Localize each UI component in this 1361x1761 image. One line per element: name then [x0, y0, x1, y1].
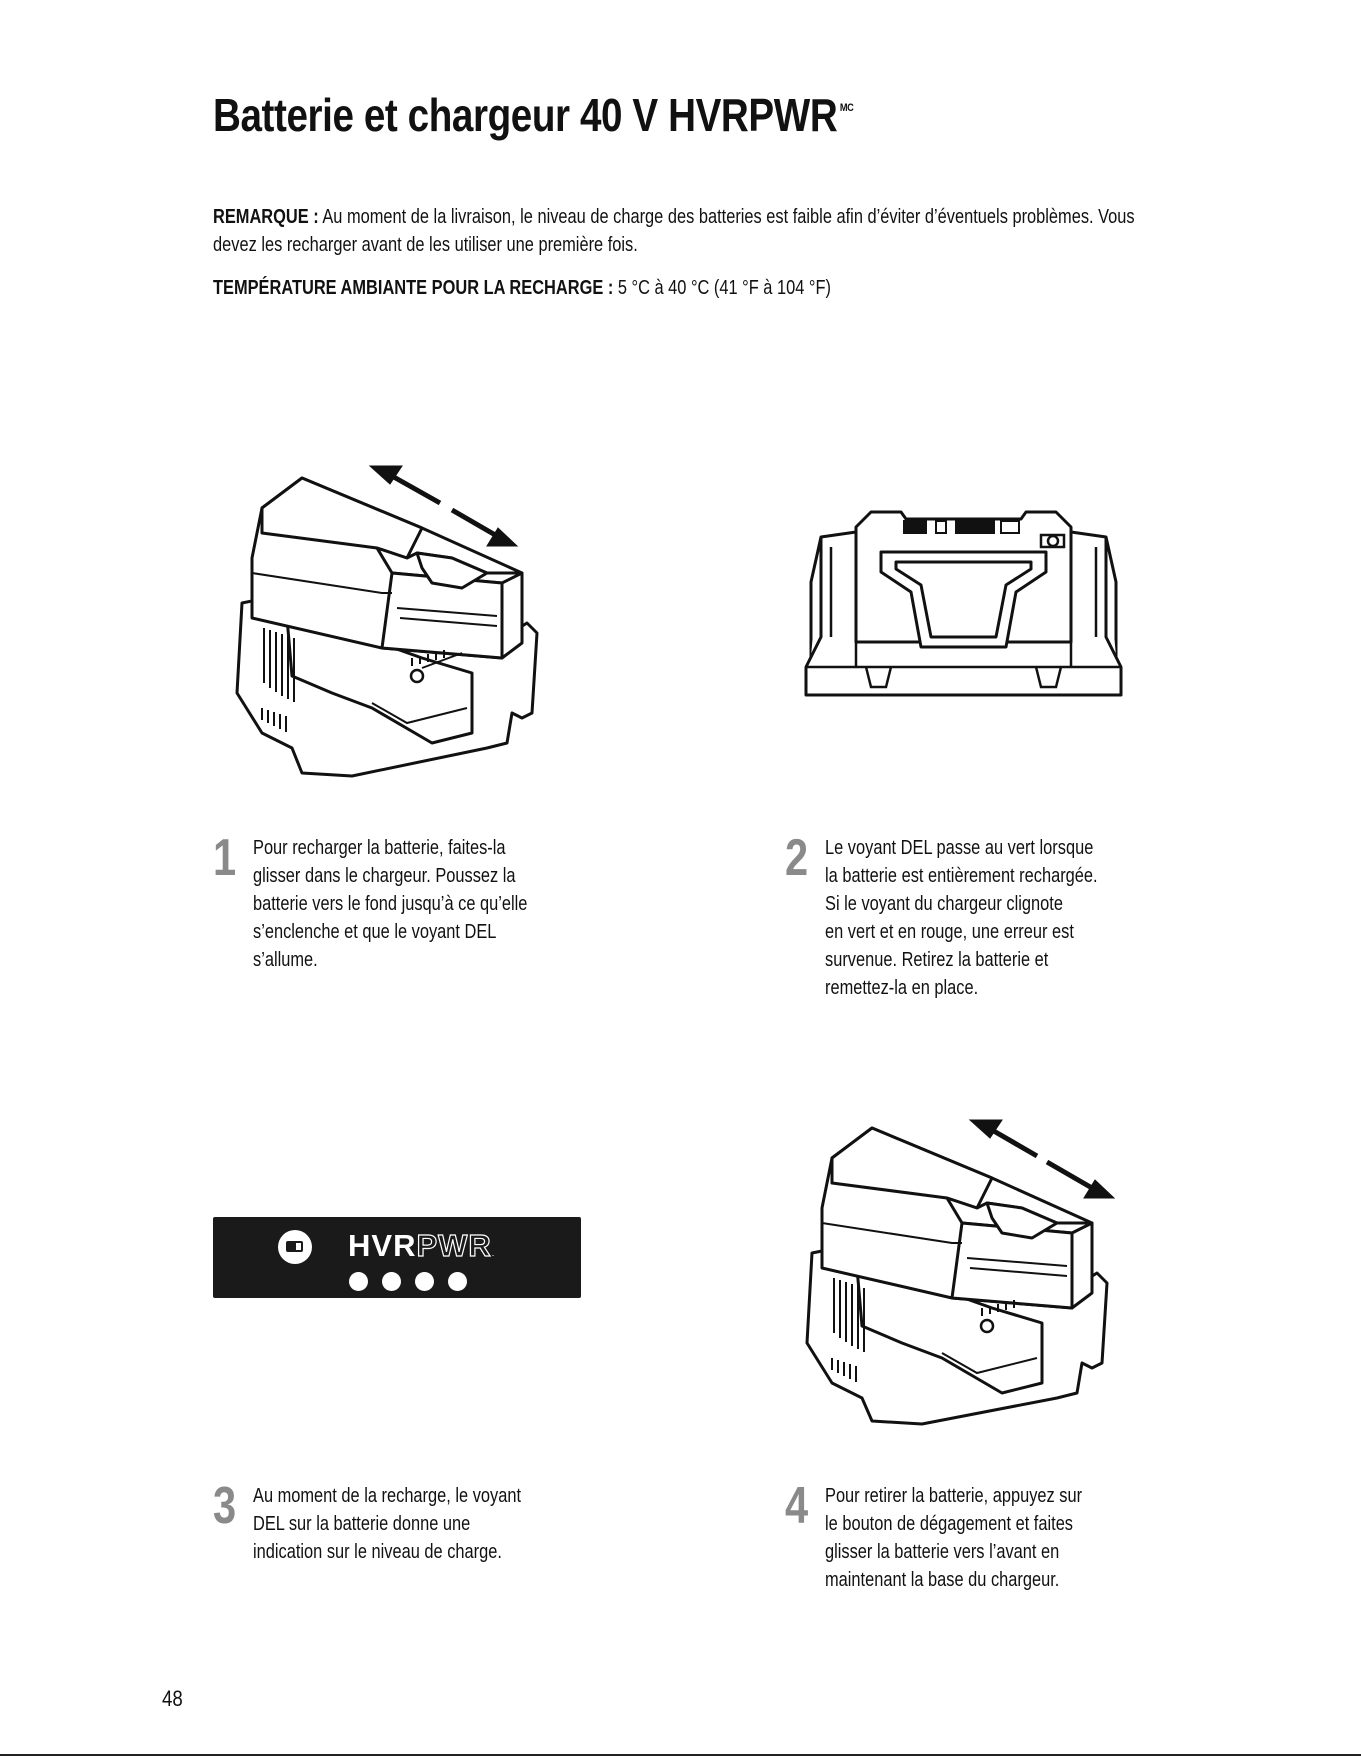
battery-icon: [278, 1230, 312, 1264]
step-number: 4: [785, 1477, 809, 1535]
bottom-rule: [0, 1754, 1361, 1756]
step-text: Le voyant DEL passe au vert lorsque la b…: [825, 837, 1098, 999]
brand-logo-mark: .: [491, 1248, 496, 1258]
brand-logo: HVRPWR.: [348, 1227, 496, 1264]
charge-level-leds: [349, 1272, 467, 1291]
note-text: Au moment de la livraison, le niveau de …: [213, 206, 1135, 256]
led-dot: [448, 1272, 467, 1291]
brand-logo-outline: PWR: [416, 1227, 492, 1263]
step-text: Pour recharger la batterie, faites-la gl…: [253, 837, 528, 971]
trademark-mark: MC: [839, 102, 854, 114]
step-number: 1: [213, 829, 237, 887]
illustration-remove-battery: [805, 1119, 1116, 1426]
led-dot: [382, 1272, 401, 1291]
illustration-insert-battery: [235, 465, 539, 778]
led-dot: [349, 1272, 368, 1291]
step-text: Au moment de la recharge, le voyant DEL …: [253, 1485, 522, 1563]
double-arrow-icon: [968, 1119, 1116, 1199]
step-number: 2: [785, 829, 809, 887]
step-text: Pour retirer la batterie, appuyez sur le…: [825, 1485, 1083, 1591]
temperature-text: 5 °C à 40 °C (41 °F à 104 °F): [613, 277, 831, 299]
temperature-label: TEMPÉRATURE AMBIANTE POUR LA RECHARGE :: [213, 277, 614, 299]
led-dot: [415, 1272, 434, 1291]
battery-led-panel: HVRPWR.: [213, 1217, 581, 1298]
illustration-charger-front: [804, 510, 1123, 697]
double-arrow-icon: [368, 465, 519, 547]
note-label: REMARQUE :: [213, 206, 319, 228]
page-number: 48: [162, 1686, 183, 1711]
brand-logo-bold: HVR: [348, 1228, 417, 1263]
step-number: 3: [213, 1477, 237, 1535]
page-title-text: Batterie et chargeur 40 V HVRPWR: [213, 89, 838, 141]
temperature-paragraph: TEMPÉRATURE AMBIANTE POUR LA RECHARGE : …: [213, 274, 831, 302]
note-paragraph: REMARQUE : Au moment de la livraison, le…: [213, 203, 1156, 259]
